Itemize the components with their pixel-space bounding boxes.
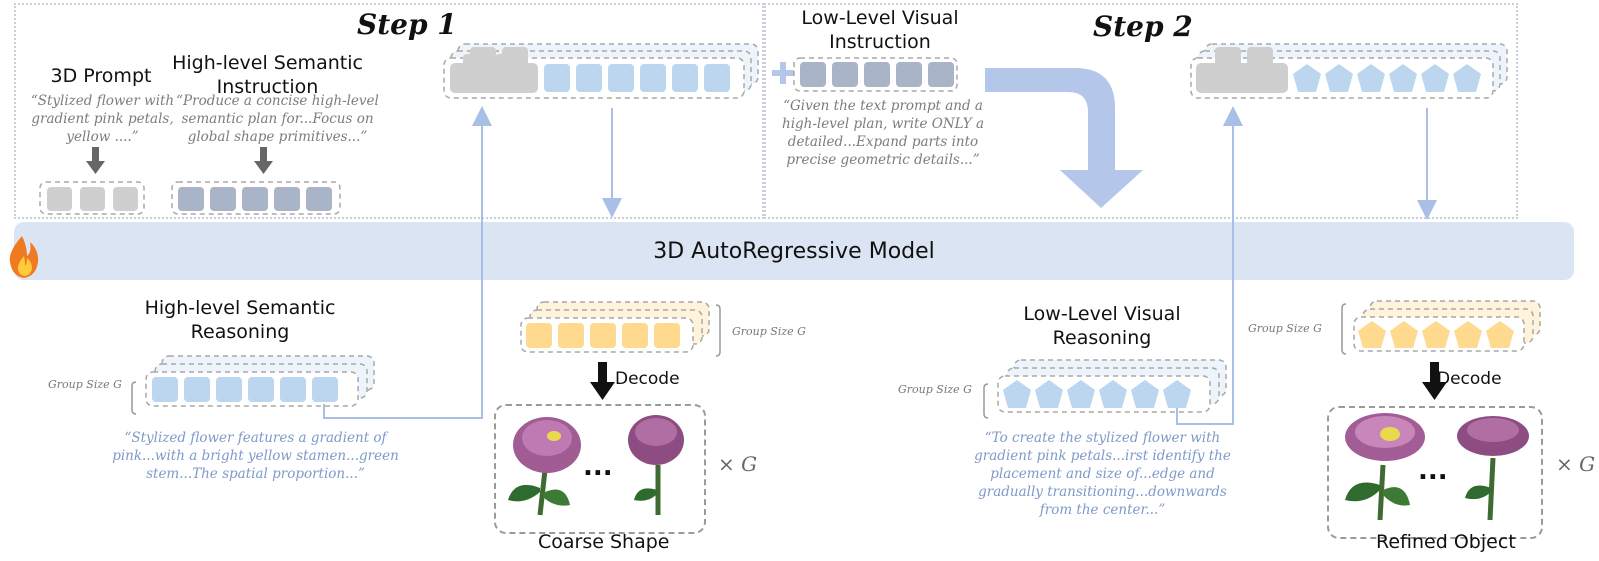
semantic-reasoning-quote: “Stylized flower features a gradient of … xyxy=(112,430,399,482)
refined-decode-label: Decode xyxy=(1437,369,1502,389)
semantic-instruction-heading: High-level Semantic Instruction xyxy=(172,52,363,98)
autoregressive-model-bar: 3D AutoRegressive Model xyxy=(14,222,1574,280)
coarse-shape-caption: Coarse Shape xyxy=(538,531,670,553)
semantic-group-label: Group Size G xyxy=(48,378,122,391)
refined-group-label: Group Size G xyxy=(1248,322,1322,335)
step2-panel xyxy=(764,3,1518,219)
visual-reasoning-quote: “To create the stylized flower with grad… xyxy=(974,430,1231,518)
visual-instruction-quote: “Given the text prompt and a high-level … xyxy=(782,98,984,168)
visual-instruction-heading: Low-Level Visual Instruction xyxy=(801,7,959,53)
coarse-ellipsis: ... xyxy=(583,452,613,482)
semantic-instruction-quote: “Produce a concise high-level semantic p… xyxy=(176,93,379,145)
step1-title: Step 1 xyxy=(357,8,457,41)
visual-group-label: Group Size G xyxy=(898,383,972,396)
refined-token-stack xyxy=(1341,300,1541,355)
prompt-heading: 3D Prompt xyxy=(50,65,152,87)
semantic-reasoning-heading: High-level Semantic Reasoning xyxy=(144,297,336,343)
prompt-quote: “Stylized flower with gradient pink peta… xyxy=(30,93,175,145)
refined-objects-box xyxy=(1327,406,1543,539)
coarse-decode-arrow xyxy=(590,362,615,400)
step2-title: Step 2 xyxy=(1093,10,1193,43)
coarse-decode-label: Decode xyxy=(615,369,680,389)
model-label: 3D AutoRegressive Model xyxy=(653,238,935,264)
visual-reasoning-token-stack xyxy=(983,359,1227,419)
coarse-group-label: Group Size G xyxy=(732,325,806,338)
semantic-reasoning-token-stack xyxy=(131,355,375,415)
refined-object-caption: Refined Object xyxy=(1376,531,1516,553)
refined-times-g: × G xyxy=(1556,452,1596,476)
coarse-times-g: × G xyxy=(718,452,758,476)
coarse-shapes-box xyxy=(494,404,706,534)
coarse-token-stack xyxy=(520,301,721,357)
visual-reasoning-heading: Low-Level Visual Reasoning xyxy=(1023,303,1181,349)
refined-ellipsis: ... xyxy=(1418,456,1448,486)
